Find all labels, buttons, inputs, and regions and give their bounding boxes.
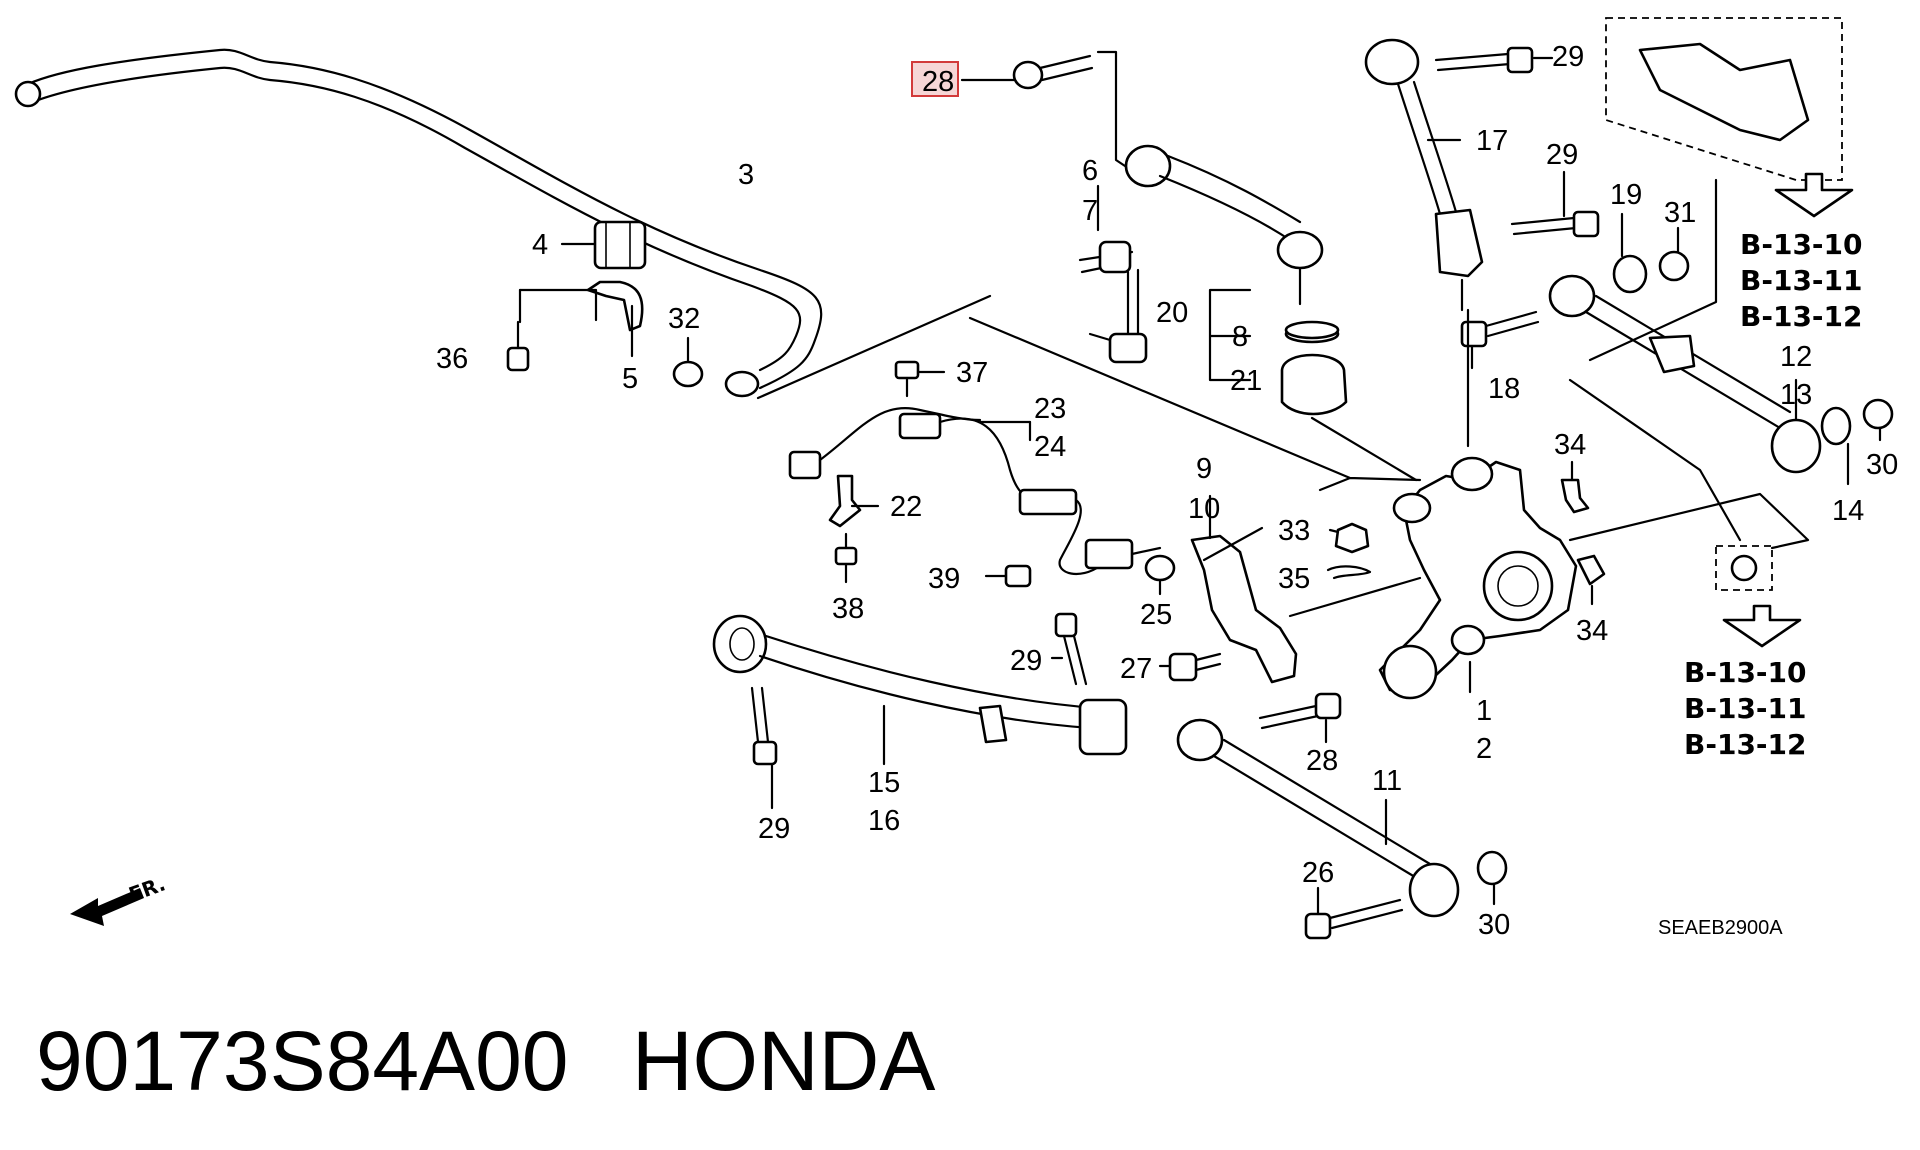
bolt-29-lower-left	[750, 686, 778, 810]
callout-8: 8	[1232, 321, 1248, 353]
callout-16: 16	[868, 805, 900, 837]
ref-lower-1: B-13-10	[1684, 656, 1807, 689]
highlight-box	[911, 61, 959, 97]
callout-35: 35	[1278, 563, 1310, 595]
knuckle-1-2	[1378, 308, 1578, 700]
callout-21: 21	[1230, 365, 1262, 397]
bracket-22	[828, 474, 880, 528]
guide-lines	[968, 316, 1422, 618]
diagram-code: SEAEB2900A	[1658, 917, 1783, 939]
bolt-28-lower	[1258, 692, 1342, 744]
ref-upper-2: B-13-11	[1740, 264, 1863, 297]
callout-23: 23	[1034, 393, 1066, 425]
callout-3: 3	[738, 159, 754, 191]
bracket-9-10	[1190, 494, 1298, 684]
arm-12-13	[1548, 178, 1894, 486]
callout-13: 13	[1780, 379, 1812, 411]
callout-7: 7	[1082, 195, 1098, 227]
callout-20: 20	[1156, 297, 1188, 329]
stabilizer-bar	[14, 48, 992, 400]
callout-34-upper: 34	[1554, 429, 1586, 461]
callout-32: 32	[668, 303, 700, 335]
callout-19: 19	[1610, 179, 1642, 211]
lower-arm-15-16	[712, 614, 1128, 766]
callout-14: 14	[1832, 495, 1864, 527]
brand-caption: HONDA	[632, 1014, 935, 1108]
callout-17: 17	[1476, 125, 1508, 157]
cap-33-clip-35	[1326, 522, 1372, 580]
callout-36: 36	[436, 343, 468, 375]
callout-labels: 28 3 4 5 36 32 6 7 20 8 21 37 23 24 22 3…	[436, 41, 1898, 941]
nut-32	[672, 336, 704, 388]
upper-arm-6-7	[1096, 144, 1324, 306]
bolt-26	[1304, 886, 1404, 940]
callout-39: 39	[928, 563, 960, 595]
ref-lower-2: B-13-11	[1684, 692, 1807, 725]
bolt-36	[506, 288, 598, 372]
callout-29-mid: 29	[1010, 645, 1042, 677]
front-marker-label: FR.	[126, 871, 169, 906]
callout-18: 18	[1488, 373, 1520, 405]
sensor-harness	[788, 407, 1162, 576]
callout-38: 38	[832, 593, 864, 625]
callout-25: 25	[1140, 599, 1172, 631]
bolt-18	[1460, 310, 1540, 370]
callout-24: 24	[1034, 431, 1066, 463]
callout-5: 5	[622, 363, 638, 395]
callout-30-right: 30	[1866, 449, 1898, 481]
callout-15: 15	[868, 767, 900, 799]
bolt-28-top	[960, 50, 1136, 174]
callout-29-lower-left: 29	[758, 813, 790, 845]
callout-37: 37	[956, 357, 988, 389]
callout-22: 22	[890, 491, 922, 523]
callout-29-upper: 29	[1552, 41, 1584, 73]
callout-11: 11	[1372, 765, 1402, 797]
ball-joint-parts	[1208, 288, 1418, 482]
callout-6: 6	[1082, 155, 1098, 187]
callout-30-lower: 30	[1478, 909, 1510, 941]
callout-28-lower: 28	[1306, 745, 1338, 777]
stabilizer-link	[1078, 240, 1148, 364]
bolts-29-upper	[1434, 46, 1600, 238]
clips-34	[1560, 460, 1606, 606]
bolt-29-mid	[1050, 612, 1088, 686]
callout-1: 1	[1476, 695, 1492, 727]
part-number-caption: 90173S84A00	[36, 1014, 569, 1108]
callout-27: 27	[1120, 653, 1152, 685]
callout-9: 9	[1196, 453, 1212, 485]
upper-arm-17	[1364, 38, 1484, 312]
callout-34-lower: 34	[1576, 615, 1608, 647]
nut-25-bolt-27	[1144, 554, 1222, 682]
callout-10: 10	[1188, 493, 1220, 525]
bushing-4	[560, 220, 647, 270]
callout-26: 26	[1302, 857, 1334, 889]
callout-12: 12	[1780, 341, 1812, 373]
callout-31: 31	[1664, 197, 1696, 229]
front-arrow-icon: FR.	[70, 871, 169, 926]
ref-upper-3: B-13-12	[1740, 300, 1863, 333]
bolts-37-38-39	[834, 360, 1032, 588]
washer-19-nut-31	[1612, 212, 1690, 294]
reference-frames	[1568, 17, 1854, 648]
callout-33: 33	[1278, 515, 1310, 547]
callout-4: 4	[532, 229, 548, 261]
callout-29-upper-mid: 29	[1546, 139, 1578, 171]
ref-lower-3: B-13-12	[1684, 728, 1807, 761]
bracket-5	[586, 280, 644, 358]
ref-upper-1: B-13-10	[1740, 228, 1863, 261]
callout-28-highlighted: 28	[922, 66, 954, 98]
reference-codes: B-13-10 B-13-11 B-13-12 B-13-10 B-13-11 …	[1684, 228, 1863, 761]
arm-11	[1176, 718, 1508, 918]
callout-2: 2	[1476, 733, 1492, 765]
